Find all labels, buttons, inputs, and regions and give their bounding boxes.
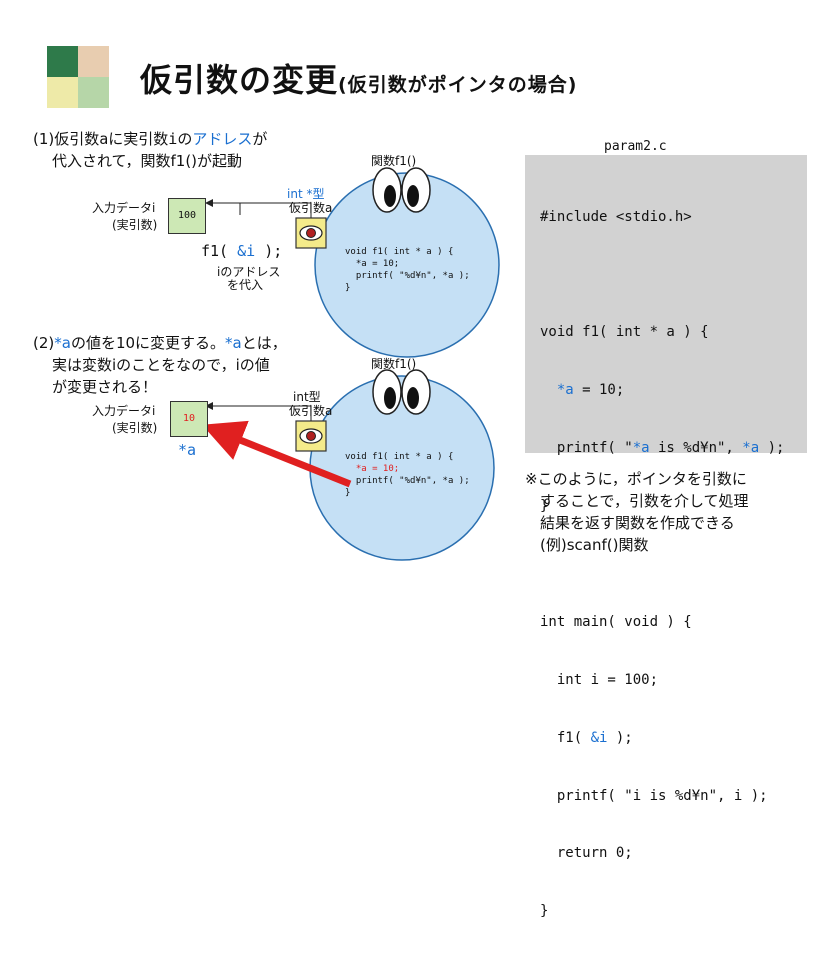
section2-value-box: 10 (170, 401, 208, 437)
section1-value-box: 100 (168, 198, 206, 234)
page-subtitle: (仮引数がポインタの場合) (338, 74, 578, 96)
section1-box-value: 100 (177, 210, 197, 221)
section2-circle-code: void f1( int * a ) { *a = 10; printf( "%… (345, 452, 470, 498)
footnote: ※このように，ポインタを引数に することで，引数を介して処理 結果を返す関数を作… (525, 470, 749, 554)
section1-line2: 代入されて，関数f1()が起動 (52, 152, 243, 170)
page-title: 仮引数の変更(仮引数がポインタの場合) (140, 61, 578, 99)
code-panel: #include <stdio.h> void f1( int * a ) { … (525, 155, 807, 919)
code-filename: param2.c (604, 139, 667, 154)
diagram-lines (202, 167, 500, 561)
section1-input-label: 入力データi (92, 201, 156, 215)
eyes-1 (372, 167, 431, 213)
section2-line3: が変更される！ (52, 378, 158, 396)
section2-arg-label: (実引数) (112, 421, 158, 435)
section2-line1: (2)*aの値を10に変更する。*aとは， (33, 334, 287, 352)
logo (47, 46, 109, 108)
section1-note2: を代入 (227, 278, 264, 292)
section2-param-label: 仮引数a (289, 404, 333, 418)
section1-note1: iのアドレス (217, 265, 281, 279)
section2-star-a: *a (178, 441, 197, 459)
section1-param-type: int *型 (287, 187, 325, 201)
section2-func-label: 関数f1() (371, 357, 417, 371)
section2-line2: 実は変数iのことをなので，iの値 (52, 356, 270, 374)
section1-line1: (1)仮引数aに実引数iのアドレスが (33, 130, 268, 148)
section1-call: f1( &i ); (201, 242, 283, 260)
section1-arg-label: (実引数) (112, 218, 158, 232)
section1-func-label: 関数f1() (371, 154, 417, 168)
eyes-2 (372, 369, 431, 415)
section2-param-type: int型 (293, 390, 321, 404)
section1-param-label: 仮引数a (289, 201, 333, 215)
section2-box-value: 10 (182, 413, 196, 424)
section1-circle-code: void f1( int * a ) { *a = 10; printf( "%… (345, 247, 470, 293)
code-block: #include <stdio.h> void f1( int * a ) { … (540, 208, 785, 920)
section2-input-label: 入力データi (92, 404, 156, 418)
